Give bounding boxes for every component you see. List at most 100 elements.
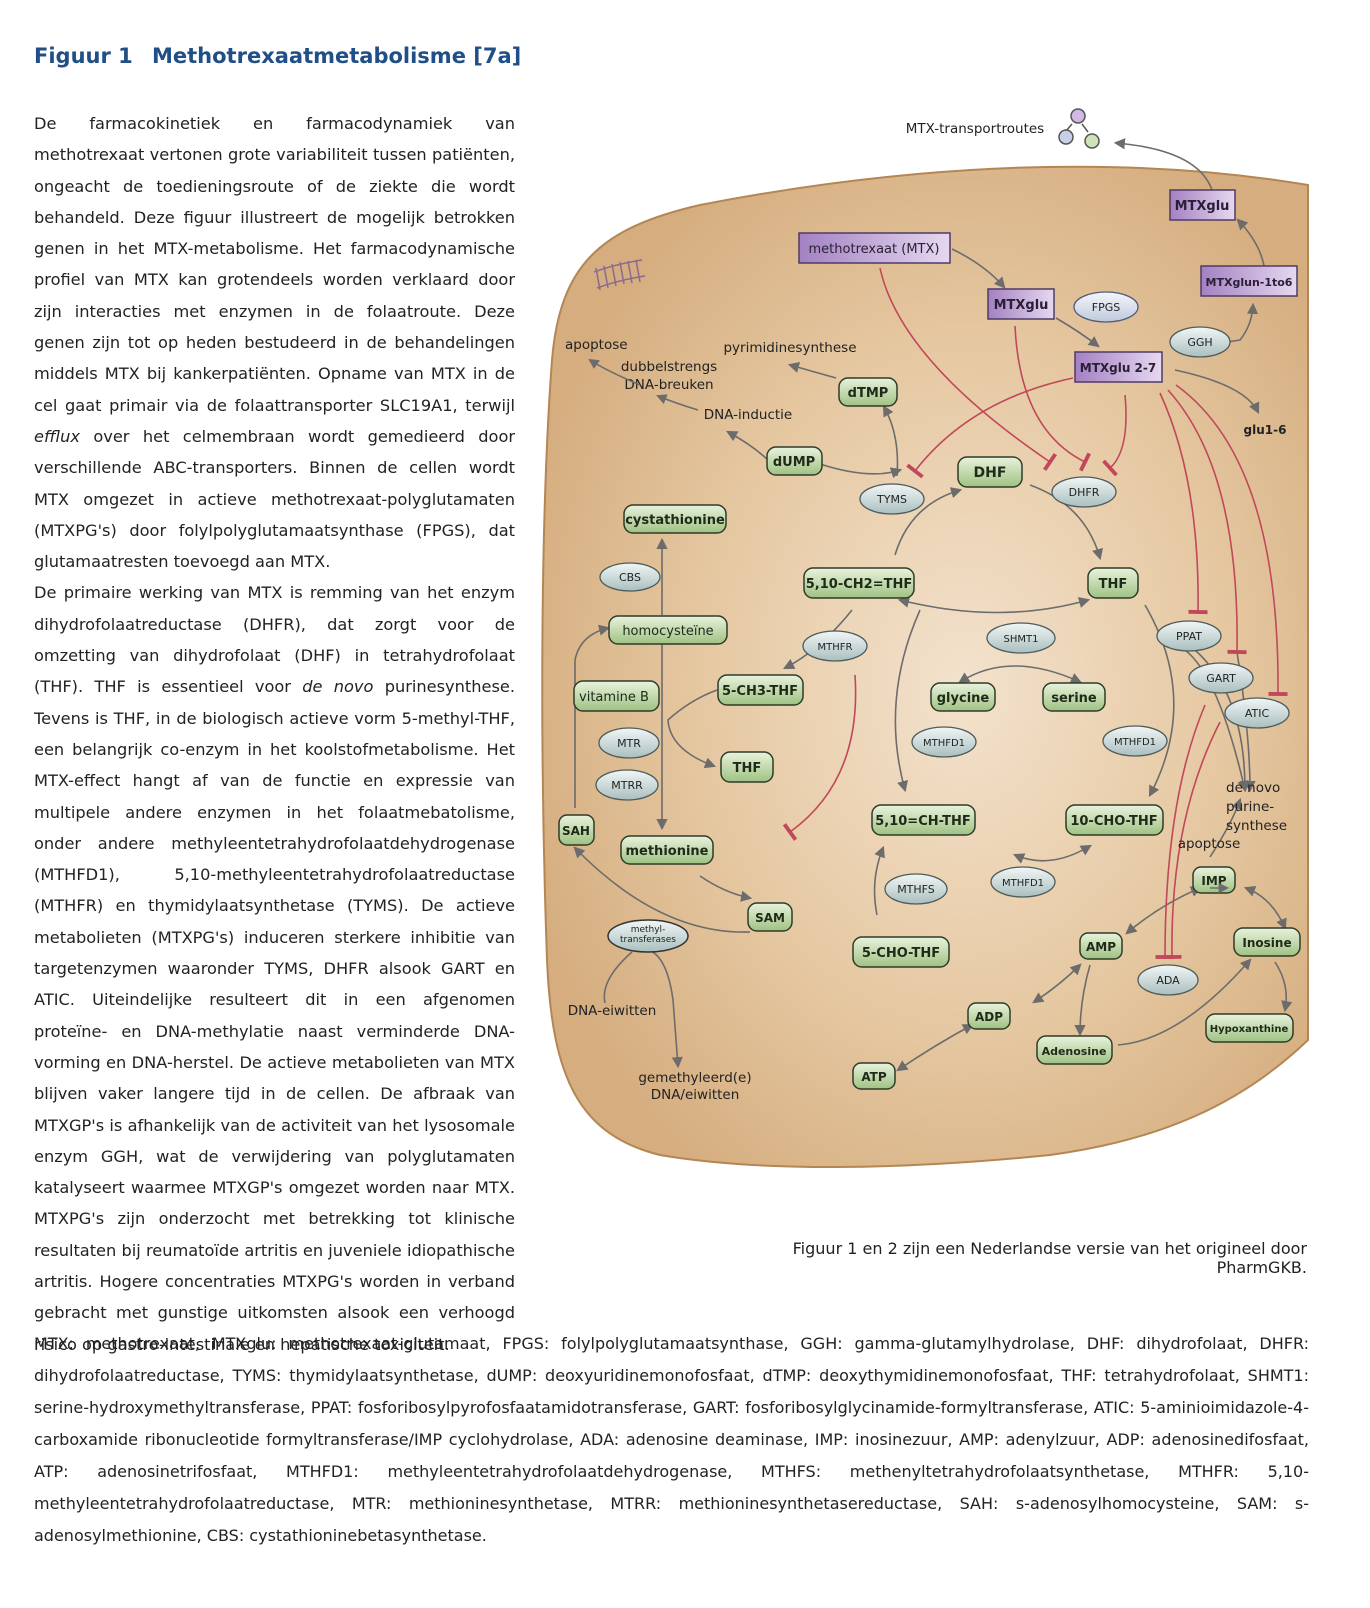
enzyme-tyms: TYMS <box>859 483 925 515</box>
label-denovo-3: synthese <box>1226 818 1287 834</box>
substrate-amp: AMP <box>1079 932 1123 960</box>
svg-text:ADP: ADP <box>975 1010 1003 1024</box>
label-dsb-1: dubbelstrengs <box>621 359 717 375</box>
label-arrows <box>588 358 1230 894</box>
figure-credit: Figuur 1 en 2 zijn een Nederlandse versi… <box>792 1239 1307 1277</box>
substrate-dump: dUMP <box>766 446 823 476</box>
svg-text:Hypoxanthine: Hypoxanthine <box>1210 1024 1289 1035</box>
enzyme-shmt1: SHMT1 <box>986 622 1056 654</box>
svg-text:dUMP: dUMP <box>773 455 815 470</box>
svg-text:Adenosine: Adenosine <box>1042 1045 1107 1058</box>
substrate-cystathionine: cystathionine <box>623 504 727 534</box>
enzyme-mtr: MTR <box>598 727 660 759</box>
enzyme-ggh: GGH <box>1169 326 1231 358</box>
abbreviation-list: MTX: methotrexaat, MTXglu: methotrexaat-… <box>34 1334 1309 1545</box>
label-dna-inductie: DNA-inductie <box>704 407 793 423</box>
svg-text:SAM: SAM <box>755 911 785 925</box>
cell-body <box>541 165 1309 1168</box>
label-denovo-1: de novo <box>1226 780 1280 796</box>
enzyme-ada: ADA <box>1137 964 1199 996</box>
svg-text:10-CHO-THF: 10-CHO-THF <box>1070 814 1157 829</box>
label-pyrimidine: pyrimidinesynthese <box>723 340 856 356</box>
paragraph-1: De farmacokinetiek en farmacodynamiek va… <box>34 114 515 572</box>
substrate-sah: SAH <box>558 814 595 846</box>
svg-text:THF: THF <box>1099 577 1128 592</box>
enzyme-fpgs: FPGS <box>1073 291 1139 323</box>
svg-text:MTXglun-1to6: MTXglun-1to6 <box>1206 276 1293 289</box>
mtx-node-mtxglu-2-7: MTXglu 2-7 <box>1074 351 1163 383</box>
svg-text:GART: GART <box>1206 672 1236 685</box>
substrate-methionine: methionine <box>620 835 714 865</box>
svg-text:MTXglu 2-7: MTXglu 2-7 <box>1080 361 1156 375</box>
enzyme-mthfr: MTHFR <box>802 630 868 662</box>
svg-text:cystathionine: cystathionine <box>625 513 725 528</box>
label-apoptose-top: apoptose <box>565 337 628 353</box>
mtx-node-mtx: methotrexaat (MTX) <box>798 232 951 264</box>
inhibition-lines <box>782 267 1288 960</box>
substrate-5-ch3-thf: 5-CH3-THF <box>717 674 804 706</box>
svg-text:CBS: CBS <box>619 571 641 584</box>
mtx-node-mtxglu-out: MTXglu <box>1169 189 1236 221</box>
label-transport: MTX-transportroutes <box>906 121 1044 137</box>
label-gemethyleerd-2: DNA/eiwitten <box>651 1087 740 1103</box>
substrate-dtmp: dTMP <box>838 377 898 407</box>
label-gemethyleerd-1: gemethyleerd(e) <box>638 1070 751 1086</box>
substrate-vitamine-b: vitamine B <box>573 680 660 712</box>
substrate-5-cho-thf: 5-CHO-THF <box>852 936 950 968</box>
svg-text:serine: serine <box>1051 691 1097 706</box>
svg-text:vitamine B: vitamine B <box>579 690 649 705</box>
svg-text:MTHFS: MTHFS <box>897 883 935 896</box>
substrate-5-10-ch-thf: 5,10=CH-THF <box>871 804 976 836</box>
substrate-sam: SAM <box>747 902 793 932</box>
substrate-imp: IMP <box>1192 866 1236 894</box>
svg-text:TYMS: TYMS <box>876 493 907 506</box>
substrate-homocysteine: homocysteïne <box>608 615 728 645</box>
substrate-glycine: glycine <box>930 682 996 712</box>
substrate-adenosine: Adenosine <box>1036 1035 1113 1065</box>
enzyme-ppat: PPAT <box>1156 620 1222 652</box>
svg-text:DHFR: DHFR <box>1069 486 1100 499</box>
svg-text:MTXglu: MTXglu <box>1175 199 1230 214</box>
svg-text:MTHFR: MTHFR <box>818 642 853 653</box>
svg-text:Inosine: Inosine <box>1242 936 1291 950</box>
label-apoptose-bottom: apoptose <box>1178 836 1241 852</box>
paragraph-2: De primaire werking van MTX is remming v… <box>34 583 515 1354</box>
label-glu16: glu1-6 <box>1244 423 1287 437</box>
substrate-atp: ATP <box>852 1062 896 1090</box>
substrate-serine: serine <box>1042 682 1106 712</box>
svg-text:MTHFD1: MTHFD1 <box>1002 878 1044 889</box>
diagram-labels: MTX-transportroutes apoptose dubbelstren… <box>565 121 1287 1103</box>
enzyme-mthfd1-bottom: MTHFD1 <box>990 866 1056 898</box>
membrane-transporter-icon <box>593 259 646 291</box>
enzyme-gart: GART <box>1188 662 1254 694</box>
label-dsb-2: DNA-breuken <box>624 377 713 393</box>
substrate-thf-left: THF <box>720 751 774 783</box>
svg-text:PPAT: PPAT <box>1176 630 1202 643</box>
enzyme-mthfd1-right: MTHFD1 <box>1102 725 1168 757</box>
svg-text:MTXglu: MTXglu <box>994 298 1049 313</box>
enzyme-atic: ATIC <box>1224 697 1290 729</box>
figure-number: Figuur 1 <box>34 44 133 68</box>
enzyme-methyltransferases: methyl-transferases <box>607 919 689 953</box>
enzyme-mthfs: MTHFS <box>884 873 948 905</box>
enzyme-mtrr: MTRR <box>595 769 659 801</box>
svg-text:dTMP: dTMP <box>848 386 889 401</box>
mtx-node-mtxglu: MTXglu <box>987 288 1055 320</box>
svg-text:MTRR: MTRR <box>611 779 643 792</box>
svg-text:5,10-CH2=THF: 5,10-CH2=THF <box>806 577 912 592</box>
svg-text:ADA: ADA <box>1156 974 1180 987</box>
svg-text:GGH: GGH <box>1187 336 1212 349</box>
svg-text:5,10=CH-THF: 5,10=CH-THF <box>875 814 971 829</box>
svg-text:transferases: transferases <box>620 935 676 945</box>
svg-text:methyl-: methyl- <box>631 925 666 935</box>
svg-text:methotrexaat (MTX): methotrexaat (MTX) <box>809 242 940 257</box>
svg-text:homocysteïne: homocysteïne <box>622 624 713 639</box>
svg-text:SAH: SAH <box>562 824 590 838</box>
svg-text:5-CHO-THF: 5-CHO-THF <box>862 946 940 961</box>
svg-text:THF: THF <box>733 761 762 776</box>
substrate-5-10-ch2-thf: 5,10-CH2=THF <box>803 567 915 599</box>
methyl-branch-line <box>603 951 633 1004</box>
svg-text:DHF: DHF <box>974 465 1007 481</box>
